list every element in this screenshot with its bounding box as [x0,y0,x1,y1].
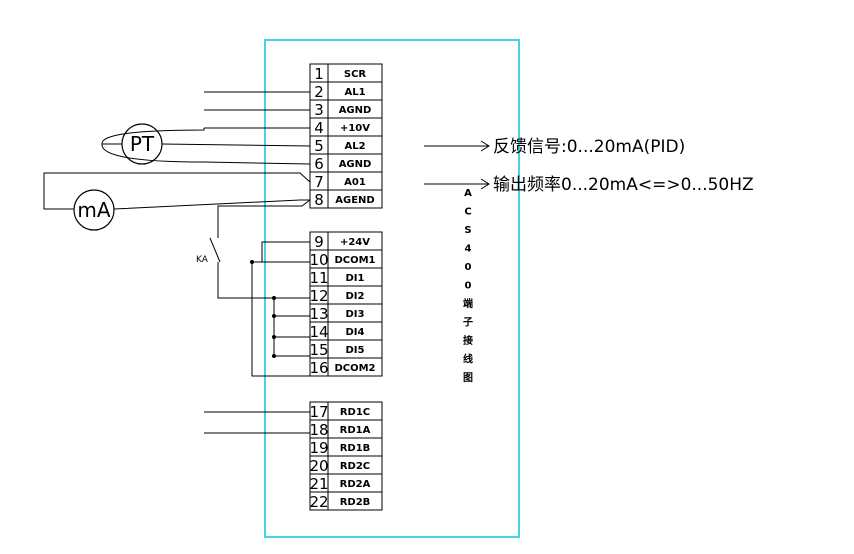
terminal-number: 9 [314,233,324,251]
terminal-number: 6 [314,155,324,173]
junction-dots [250,260,276,358]
terminal-label: AGEND [335,195,374,206]
terminal-number: 7 [314,173,324,191]
vertical-title-char: 子 [463,317,473,329]
ka-wire-bottom [217,262,310,299]
pt-wire-top [101,128,205,145]
vertical-title-char: 0 [465,262,472,273]
input-wires [204,91,310,129]
terminal-number: 8 [314,191,324,209]
terminal-label: RD1B [340,443,371,454]
pt-label: PT [130,132,155,156]
terminal-number: 2 [314,83,324,101]
terminal-label: RD2C [340,461,370,472]
output-frequency-text: 输出频率0...20mA<=>0...50HZ [493,175,754,195]
terminal-block-relay: 17 RD1C 18 RD1A 19 RD1B 20 RD2C 21 RD2A 22 RD2B [309,401,383,511]
terminal-number: 12 [309,287,328,305]
vertical-title-char: 线 [463,353,473,366]
vertical-title-char: 接 [463,334,473,347]
terminal-label: +10V [340,123,370,134]
ma-meter-loop [43,172,311,210]
terminal-number: 21 [309,475,328,493]
junction-dot [250,260,254,264]
ka-contact [209,199,311,299]
vertical-title-char: C [464,207,471,218]
terminal-label: RD1C [340,407,370,418]
terminal-label: RD2B [340,497,371,508]
terminal-number: 18 [309,421,328,439]
terminal-cell [309,189,383,209]
vertical-title-char: A [464,188,472,199]
output-arrow-head [480,178,490,190]
terminal-label: DI1 [346,273,365,284]
pt-wire-al2 [161,143,311,147]
terminal-label: DI2 [346,291,365,302]
terminal-label: AGND [339,105,372,116]
ma-label: mA [77,198,110,222]
terminal-label: RD1A [340,425,371,436]
terminal-label: AGND [339,159,372,170]
terminal-number: 20 [309,457,328,475]
junction-dot [272,335,276,339]
terminal-label: AL2 [344,141,365,152]
terminal-number: 1 [314,65,324,83]
terminal-label: +24V [340,237,370,248]
output-arrows [424,140,490,190]
pt-sensor: PT [101,123,311,165]
terminal-number: 15 [309,341,328,359]
vertical-title-char: 4 [465,244,472,255]
ka-wire-top [217,199,311,238]
terminal-label: RD2A [340,479,371,490]
terminal-number: 11 [309,269,328,287]
ma-meter: mA [73,189,115,231]
terminal-label: DI3 [346,309,365,320]
terminal-label: SCR [344,69,367,80]
junction-dot [272,314,276,318]
terminal-number: 5 [314,137,324,155]
terminal-number: 10 [309,251,328,269]
terminal-label: AL1 [344,87,365,98]
terminal-number: 22 [309,493,328,511]
ka-label: KA [196,255,209,265]
terminal-board-frame [264,39,520,538]
terminal-label: DCOM1 [334,255,375,266]
terminal-label: DI5 [346,345,365,356]
di-bus [273,298,310,357]
relay-wires [204,411,310,434]
terminal-number: 17 [309,403,328,421]
terminal-number: 14 [309,323,328,341]
feedback-signal-text: 反馈信号:0...20mA(PID) [493,137,685,157]
terminal-number: 4 [314,119,324,137]
ma-circle [73,189,115,231]
vertical-title-char: 0 [465,281,472,292]
terminal-number: 13 [309,305,328,323]
terminal-label: A01 [344,177,366,188]
terminal-label: DI4 [346,327,365,338]
vertical-title-char: S [464,225,471,236]
terminal-number: 16 [309,359,328,377]
feedback-arrow-head [480,140,490,152]
vertical-title-char: 端 [463,297,473,310]
junction-dot [272,354,276,358]
vertical-title-char: 图 [463,372,473,384]
terminal-cell [309,357,383,377]
pt-wire-agnd [101,143,311,165]
terminal-number: 3 [314,101,324,119]
ma-wire-left [43,172,311,210]
terminal-block-digital: 9 +24V 10 DCOM1 11 DI1 12 DI2 13 DI3 14 DI4 15 DI5 16 D… [309,231,383,377]
junction-dot [272,296,276,300]
dcom-bus [251,241,310,377]
terminal-number: 19 [309,439,328,457]
terminal-cell [309,491,383,511]
terminal-label: DCOM2 [334,363,375,374]
ka-switch-blade [209,237,221,263]
ma-wire-right [113,199,310,210]
